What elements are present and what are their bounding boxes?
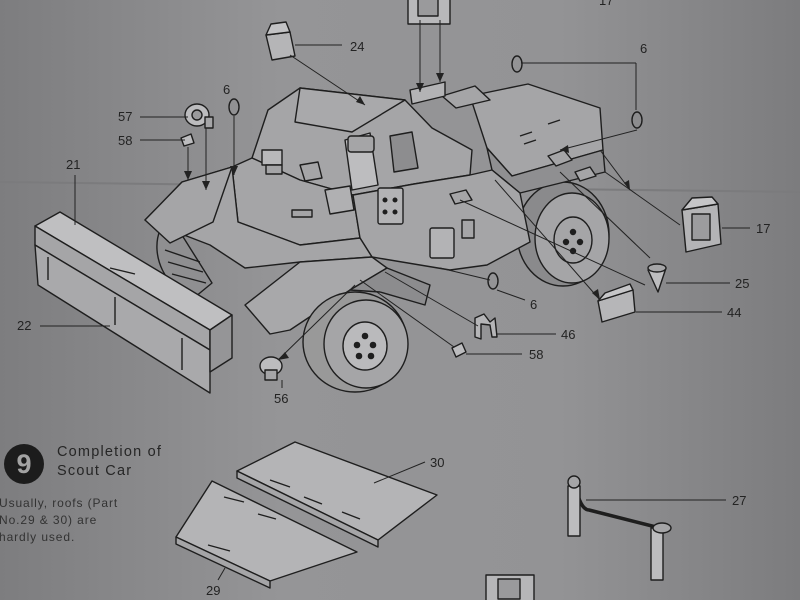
label-part-6-right: 6 [530,297,538,312]
label-part-57: 57 [118,109,133,124]
step-number-badge: 9 [4,444,44,484]
label-part-6-top: 6 [640,41,648,56]
note-line-3: hardly used. [0,530,76,544]
note-line-2: No.29 & 30) are [0,513,98,527]
front-wheel [302,291,409,393]
part-29-roof-panel [175,480,358,589]
side-door [324,185,475,259]
part-30-roof-panel [236,441,438,548]
part-17-top [407,0,451,25]
part-6-rings [228,55,643,290]
vision-ports [261,149,323,218]
label-part-30: 30 [430,455,445,470]
leader-arrowheads [184,73,630,360]
label-part-56: 56 [274,391,289,406]
part-27-mount [567,475,672,581]
bottom-jerrycan [485,574,535,600]
hatch-and-seat [294,87,419,191]
rear-wheel [516,181,610,287]
part-24-bracket [265,21,296,61]
label-part-24: 24 [350,39,365,54]
step-title-line-2: Scout Car [57,463,133,479]
part-46-bracket [474,313,498,340]
label-part-17-top: 17 [599,0,614,8]
label-part-22: 22 [17,318,32,333]
leader-lines [40,20,750,581]
label-part-6-left: 6 [223,82,231,97]
step-title-line-1: Completion of [57,444,163,460]
label-part-17: 17 [756,221,771,236]
part-57-lamp [184,103,214,129]
label-part-46: 46 [561,327,576,342]
part-56-headlamp [259,356,283,381]
part-17-jerrycan [681,196,722,253]
part-25-cone [647,263,667,293]
label-part-29: 29 [206,583,221,598]
label-part-27: 27 [732,493,747,508]
part-21-22-stowage-box [34,211,233,394]
deck-fittings [409,81,597,205]
part-44-box [597,283,636,323]
label-part-44: 44 [727,305,742,320]
label-part-58-bottom: 58 [529,347,544,362]
label-part-21: 21 [66,157,81,172]
label-part-25: 25 [735,276,750,291]
label-part-58-left: 58 [118,133,133,148]
note-line-1: Usually, roofs (Part [0,496,119,510]
part-58-small [180,133,467,358]
